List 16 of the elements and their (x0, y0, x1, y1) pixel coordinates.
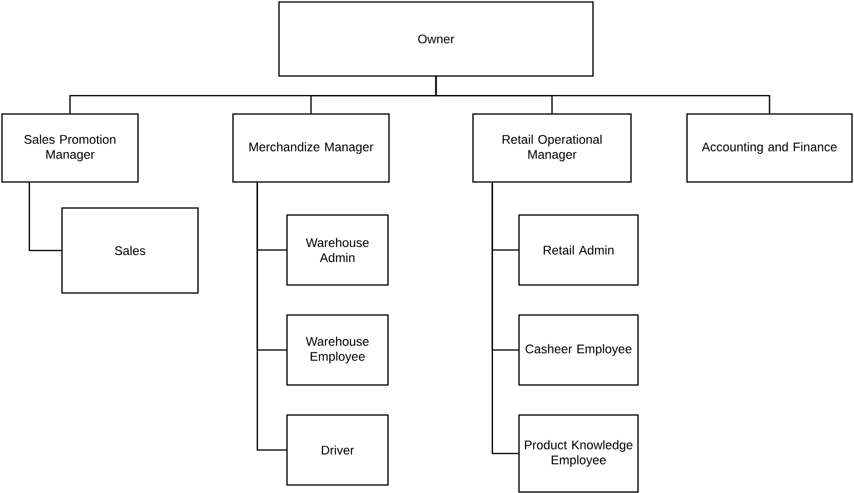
org-box: Accounting and Finance (686, 113, 853, 183)
connector-line (492, 182, 518, 454)
connector-line (435, 76, 770, 114)
connector-line (28, 182, 62, 252)
org-box: Driver (286, 414, 389, 486)
org-box: Retail Admin (518, 214, 639, 286)
org-box: Retail Operational Manager (472, 113, 632, 183)
connector-line (256, 182, 286, 451)
org-box: Casheer Employee (518, 314, 639, 386)
org-box: Owner (278, 1, 594, 77)
org-box: Product Knowledge Employee (518, 414, 639, 493)
org-box: Warehouse Employee (286, 314, 389, 386)
org-box: Merchandize Manager (232, 113, 390, 183)
org-box: Sales (61, 207, 199, 294)
org-box: Sales Promotion Manager (1, 113, 139, 183)
org-box: Warehouse Admin (286, 214, 389, 286)
